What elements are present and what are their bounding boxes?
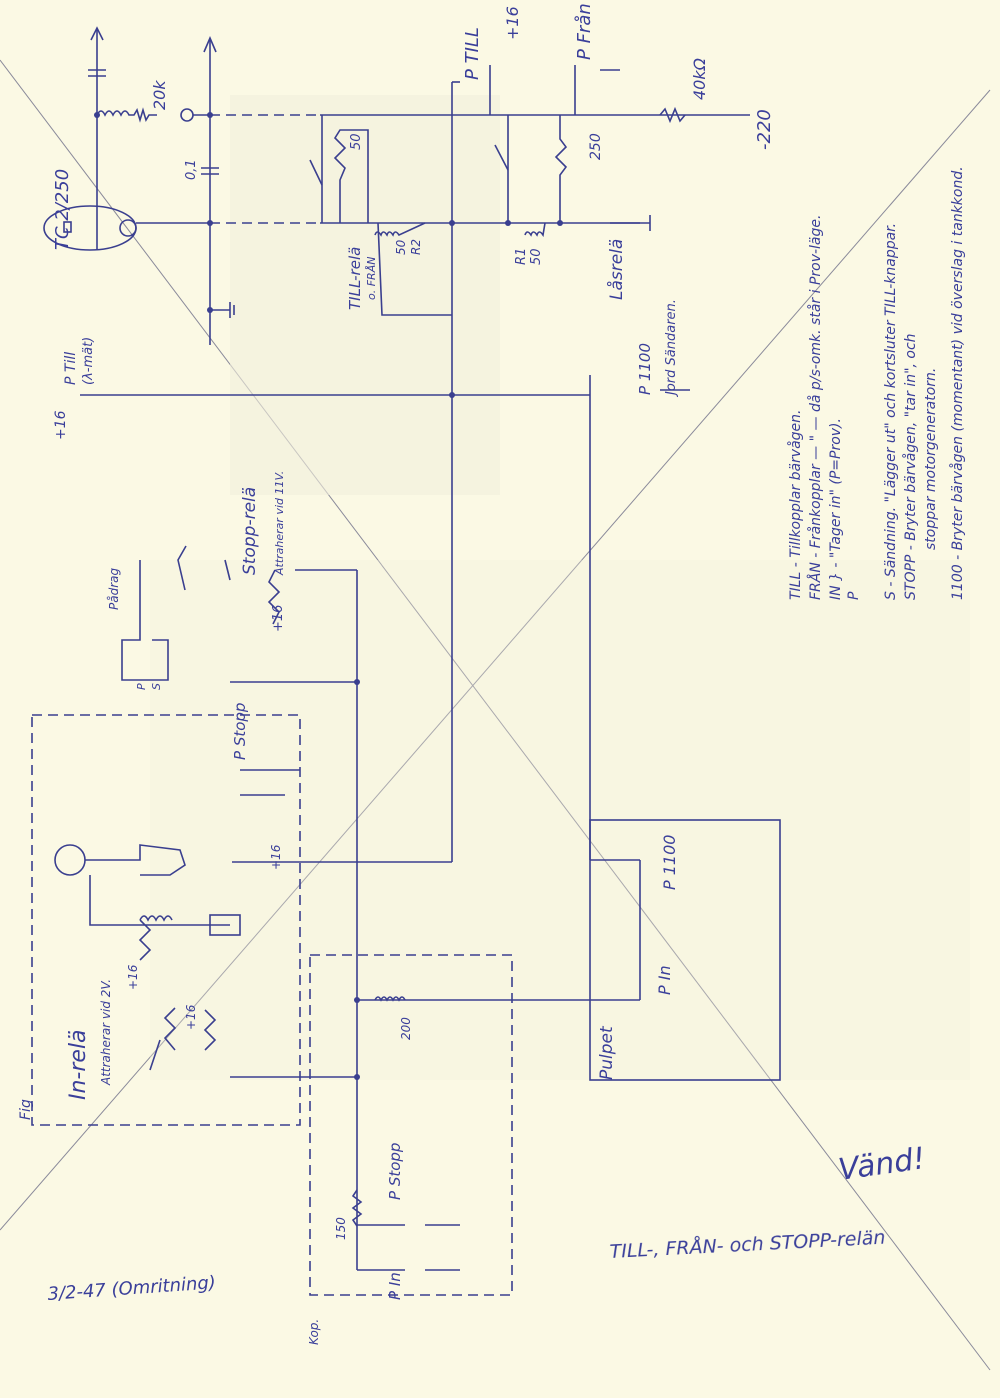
legend-line: 1100 - Bryter bärvågen (momentant) vid ö… (949, 166, 966, 600)
r150-label: 150 (334, 1217, 348, 1240)
r250-label: 250 (588, 133, 604, 160)
in-relay-mechanism (54, 769, 300, 1071)
r2-value-label: 50 (394, 239, 408, 255)
plus16-c-label: +16 (126, 964, 140, 990)
p-fran-label: P Från (574, 3, 595, 60)
legend-line: S - Sändning. "Lägger ut" och kortsluter… (883, 223, 899, 600)
r1-value-label: 50 (529, 248, 544, 265)
r1-label: R1 (514, 248, 529, 265)
vand-label: Vänd! (836, 1141, 927, 1188)
legend-line: STOPP - Bryter bärvågen, "tar in", och (902, 333, 919, 600)
in-rela-box (31, 714, 301, 1126)
legend-line: IN } - "Tager in" (P=Prov). (828, 418, 844, 600)
cross-out-line (0, 89, 991, 1231)
kop-label: Kop. (307, 1319, 321, 1345)
p-stopp-kop-label: P Stopp (386, 1143, 404, 1200)
pulpet-box (589, 819, 781, 1081)
bleed-through-text (150, 95, 970, 1080)
kop-box (309, 954, 513, 1296)
plus16-stopp-label: +16 (271, 605, 286, 632)
plus16-b-label: +16 (269, 844, 283, 870)
p-stopp-label: P Stopp (231, 703, 249, 760)
p-in-kop-label: P In (386, 1272, 404, 1300)
p-in-pulpet-label: P In (655, 965, 674, 995)
stopp-rela-label: Stopp-relä (240, 487, 260, 575)
jord-label: Jord Sändaren. (664, 299, 679, 398)
r2-label: R2 (409, 239, 423, 255)
legend-line: FRÅN - Frånkopplar — " — då p/s-omk. stå… (807, 215, 824, 600)
plus16-till-label: +16 (53, 410, 69, 440)
fig-label: Fig (18, 1099, 34, 1120)
lasrela-label: Låsrelä (606, 239, 627, 300)
till-relay-label: TILL-relä (346, 247, 364, 310)
legend-line: stoppar motorgeneratorn. (923, 368, 939, 550)
plus16-label: +16 (503, 6, 522, 40)
kop-switches (351, 1135, 460, 1271)
in-rela-label: In-relä (66, 1029, 91, 1100)
in-attr-label: Attraherar vid 2V. (99, 979, 113, 1086)
p1100-pulpet-label: P 1100 (660, 835, 679, 890)
legend-line: P (846, 591, 862, 600)
date-label: 3/2-47 (Omritning) (47, 1272, 217, 1305)
s-contact-label: S (150, 683, 163, 690)
lambda-mat-label: (λ-mät) (81, 337, 96, 385)
minus220-label: -220 (754, 109, 775, 150)
r200-label: 200 (399, 1017, 413, 1040)
p-till-lambda-label: P Till (63, 352, 79, 385)
p-contact-label: P (135, 683, 148, 690)
stopp-relay (121, 545, 281, 681)
till-relay-50-label: 50 (349, 133, 364, 150)
till-relay-sub-label: o. FRÅN (365, 257, 378, 300)
plus16-d-label: +16 (184, 1004, 198, 1030)
stopp-attr-label: Attraherar vid 11V. (273, 471, 286, 576)
legend: TILL - Tillkopplar bärvågen. FRÅN - Från… (787, 166, 966, 600)
p-till-label: P TILL (462, 27, 483, 80)
resistor-20k-label: 20k (150, 80, 169, 110)
wiring (80, 65, 690, 1135)
title-label: TILL-, FRÅN- och STOPP-relän (609, 1226, 886, 1263)
legend-line: TILL - Tillkopplar bärvågen. (787, 410, 804, 600)
p1100-top-label: P 1100 (636, 343, 654, 395)
cross-out-line (0, 59, 991, 1371)
tube-label: TC 2/250 (52, 169, 73, 250)
r40k-label: 40kΩ (690, 57, 709, 100)
cap-label: 0,1 (184, 159, 199, 180)
padrag-label: Pådrag (107, 568, 121, 610)
pulpet-label: Pulpet (597, 1025, 617, 1080)
